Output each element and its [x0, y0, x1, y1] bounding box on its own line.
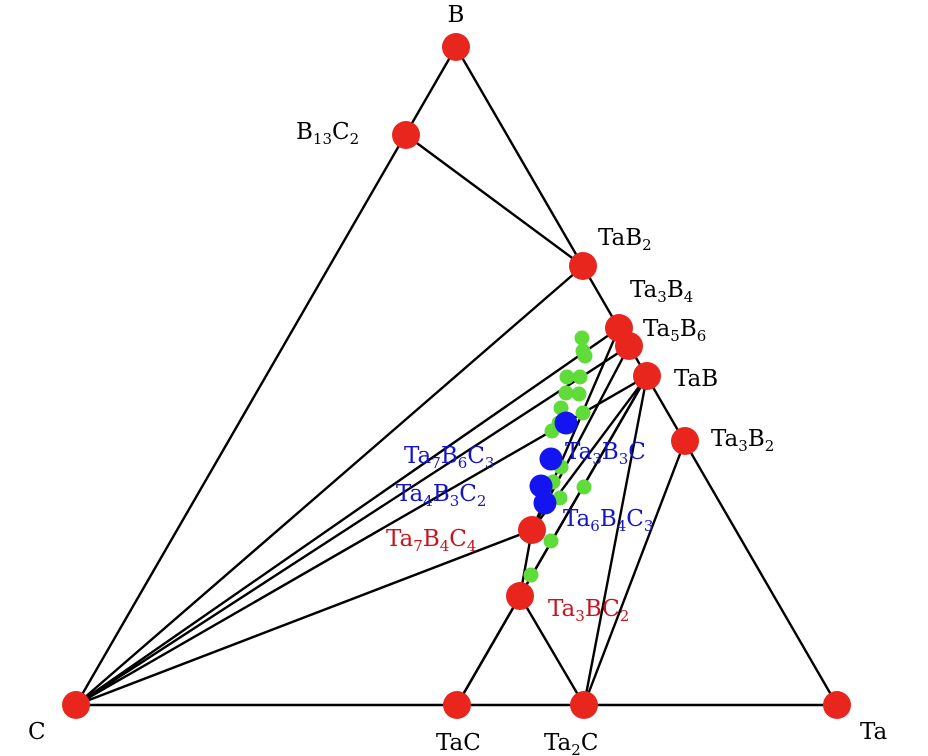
- tie-line-b13c2-tab2: [404, 133, 585, 268]
- predicted-point-ta6b4c3: [533, 491, 557, 515]
- phase-point-c: [62, 691, 90, 719]
- metastable-point: [572, 369, 588, 385]
- phase-point-b: [442, 33, 470, 61]
- label-ta7b4c4: Ta7B4C4: [386, 526, 476, 555]
- metastable-point: [571, 386, 587, 402]
- phase-point-tac: [443, 691, 471, 719]
- label-ta3b4: Ta3B4: [630, 277, 693, 306]
- tie-line-tab2-c: [74, 264, 585, 707]
- phase-point-ta5b6: [615, 332, 643, 360]
- tie-line-ta3bc2-ta2c: [518, 594, 586, 707]
- label-ta: Ta: [860, 719, 888, 745]
- phase-point-ta7b4c4: [518, 516, 546, 544]
- phase-point-tab: [633, 362, 661, 390]
- metastable-point: [543, 533, 559, 549]
- tie-line-ta3b4-c: [74, 326, 621, 707]
- metastable-point: [559, 369, 575, 385]
- label-tab2: TaB2: [598, 225, 652, 254]
- label-ta3b2: Ta3B2: [711, 426, 774, 455]
- phase-point-ta3bc2: [506, 582, 534, 610]
- metastable-point: [523, 567, 539, 583]
- metastable-point: [574, 330, 590, 346]
- label-ta2c: Ta2C: [544, 730, 598, 756]
- phase-points: [62, 33, 851, 719]
- label-ta6b4c3: Ta6B4C3: [563, 506, 653, 535]
- phase-point-ta2c: [570, 691, 598, 719]
- predicted-point-ta3b3c: [539, 447, 563, 471]
- tie-line-tab-ta2c: [582, 374, 649, 707]
- metastable-point: [558, 385, 574, 401]
- label-tab: TaB: [674, 366, 718, 392]
- tie-line-ta7b4c4-c: [74, 528, 534, 707]
- metastable-point: [575, 405, 591, 421]
- tie-lines: [74, 45, 839, 707]
- tie-line-ta5b6-c: [74, 344, 631, 707]
- label-ta3bc2: Ta3BC2: [548, 596, 629, 625]
- label-c: C: [28, 719, 46, 745]
- label-ta4b3c2: Ta4B3C2: [396, 481, 486, 510]
- label-ta7b6c3: Ta7B6C3: [404, 443, 494, 472]
- label-tac: TaC: [436, 730, 481, 756]
- label-b13c2: B13C2: [296, 119, 359, 148]
- tie-line-ta3b2-ta2c: [582, 439, 687, 707]
- tie-line-ta3bc2-tac: [455, 594, 522, 707]
- label-ta3b3c: Ta3B3C: [565, 439, 646, 468]
- phase-point-ta: [823, 691, 851, 719]
- phase-point-ta3b2: [671, 427, 699, 455]
- predicted-point-ta7b6c3: [554, 411, 578, 435]
- label-ta5b6: Ta5B6: [643, 316, 706, 345]
- metastable-point: [577, 348, 593, 364]
- tie-line-b-c: [74, 45, 458, 707]
- phase-point-b13c2: [392, 121, 420, 149]
- phase-point-tab2: [569, 252, 597, 280]
- metastable-point: [576, 479, 592, 495]
- label-b: B: [448, 2, 465, 28]
